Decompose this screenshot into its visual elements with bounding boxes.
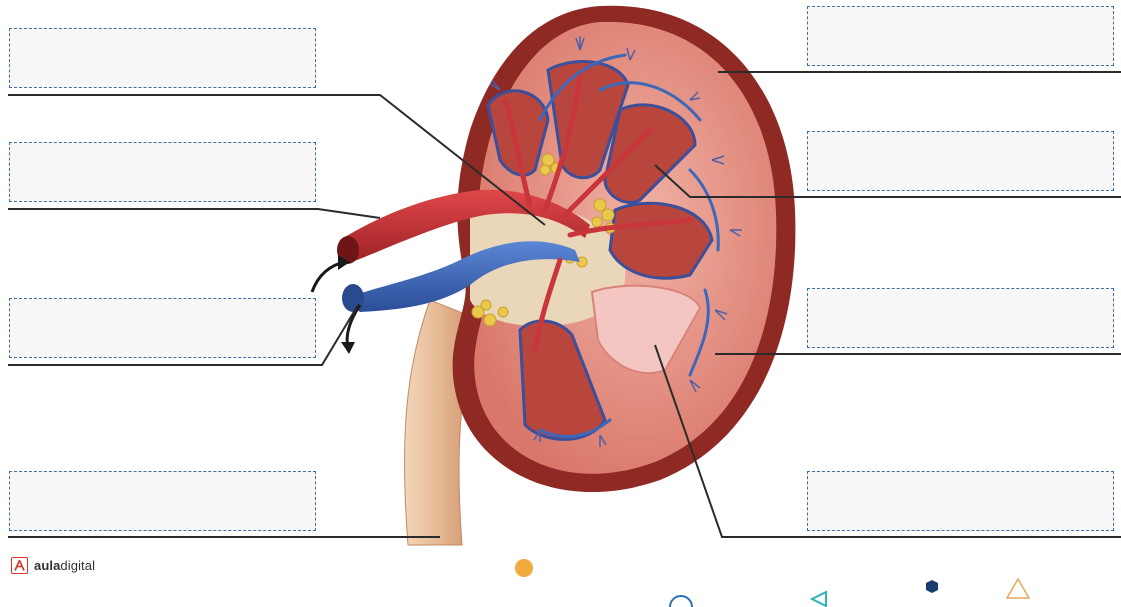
label-box-right-1[interactable] bbox=[807, 6, 1114, 66]
auladigital-logo: auladigital bbox=[11, 557, 95, 574]
teal-triangle-outline-decoration bbox=[812, 592, 826, 606]
label-box-right-4[interactable] bbox=[807, 471, 1114, 531]
label-box-right-3[interactable] bbox=[807, 288, 1114, 348]
navy-hexagon-decoration bbox=[926, 580, 938, 593]
orange-triangle-outline-decoration bbox=[1007, 579, 1029, 598]
auladigital-logo-icon bbox=[11, 557, 28, 574]
label-box-left-3[interactable] bbox=[9, 298, 316, 358]
label-box-left-2[interactable] bbox=[9, 142, 316, 202]
label-box-right-2[interactable] bbox=[807, 131, 1114, 191]
logo-letter-a-icon bbox=[14, 560, 25, 571]
outflow-arrowhead bbox=[341, 342, 355, 354]
brand-name: auladigital bbox=[34, 558, 95, 573]
brand-name-bold: aula bbox=[34, 558, 60, 573]
brand-name-regular: digital bbox=[60, 558, 95, 573]
renal-vein-opening bbox=[342, 284, 364, 312]
orange-dot-decoration bbox=[515, 559, 533, 577]
label-box-left-4[interactable] bbox=[9, 471, 316, 531]
label-box-left-1[interactable] bbox=[9, 28, 316, 88]
blue-circle-outline-decoration bbox=[670, 596, 692, 607]
leader-line-left-2 bbox=[8, 209, 380, 218]
